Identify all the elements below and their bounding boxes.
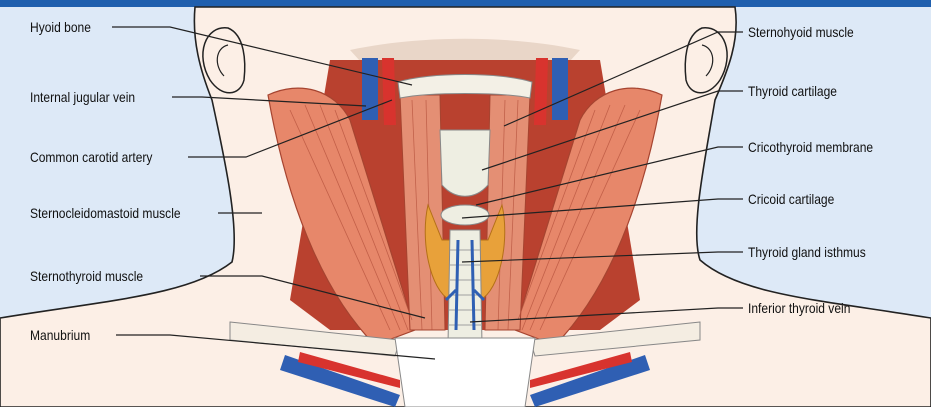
right-carotid-artery	[534, 58, 548, 125]
label-inferior-thyroid-vein: Inferior thyroid vein	[748, 300, 850, 316]
label-sternocleidomastoid-muscle: Sternocleidomastoid muscle	[30, 205, 181, 221]
thyroid-cartilage-shape	[440, 130, 490, 196]
right-jugular-vein	[552, 58, 568, 120]
cricoid-cartilage-shape	[441, 205, 489, 225]
left-carotid-artery	[382, 58, 396, 125]
label-cricothyroid-membrane: Cricothyroid membrane	[748, 139, 873, 155]
label-thyroid-cartilage: Thyroid cartilage	[748, 83, 837, 99]
label-common-carotid-artery: Common carotid artery	[30, 149, 152, 165]
label-cricoid-cartilage: Cricoid cartilage	[748, 191, 834, 207]
label-hyoid-bone: Hyoid bone	[30, 19, 91, 35]
label-sternohyoid-muscle: Sternohyoid muscle	[748, 24, 854, 40]
manubrium-shape	[395, 338, 535, 407]
trachea-shape	[448, 230, 482, 345]
label-sternothyroid-muscle: Sternothyroid muscle	[30, 268, 143, 284]
label-manubrium: Manubrium	[30, 327, 90, 343]
label-internal-jugular-vein: Internal jugular vein	[30, 89, 135, 105]
label-thyroid-gland-isthmus: Thyroid gland isthmus	[748, 244, 866, 260]
